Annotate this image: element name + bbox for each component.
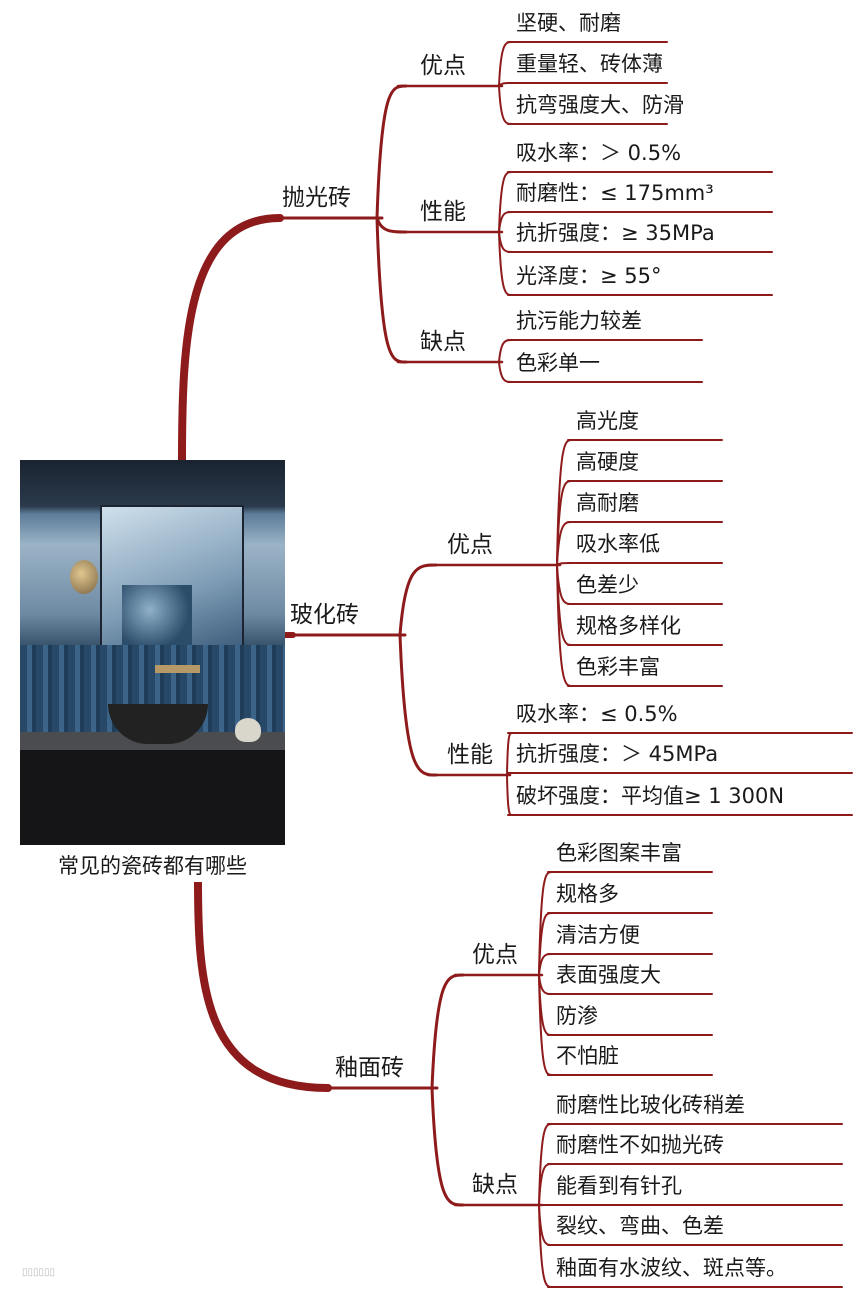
connector-line	[178, 214, 284, 464]
group-node[interactable]: 优点	[472, 942, 518, 968]
leaf-node[interactable]: 高耐磨	[576, 491, 639, 515]
leaf-node[interactable]: 重量轻、砖体薄	[516, 52, 663, 76]
leaf-node[interactable]: 吸水率：≤ 0.5%	[516, 702, 678, 726]
connector-line	[430, 1086, 465, 1207]
group-node[interactable]: 优点	[447, 532, 493, 558]
leaf-node[interactable]: 耐磨性比玻化砖稍差	[556, 1093, 745, 1117]
connector-line	[498, 361, 513, 383]
connector-line	[506, 774, 513, 816]
leaf-node[interactable]: 高硬度	[576, 450, 639, 474]
branch-node-1[interactable]: 玻化砖	[290, 602, 359, 628]
leaf-node[interactable]: 耐磨性不如抛光砖	[556, 1133, 724, 1157]
group-node[interactable]: 性能	[420, 199, 466, 225]
leaf-node[interactable]: 色彩单一	[516, 351, 600, 375]
branch-node-0[interactable]: 抛光砖	[282, 185, 351, 211]
leaf-node[interactable]: 规格多	[556, 882, 619, 906]
connector-line	[398, 563, 438, 637]
leaf-node[interactable]: 不怕脏	[556, 1044, 619, 1068]
watermark: ▯▯▯▯▯▯	[22, 1267, 56, 1278]
leaf-node[interactable]: 抗弯强度大、防滑	[516, 93, 684, 117]
bathroom-photo	[20, 460, 285, 845]
group-node[interactable]: 缺点	[472, 1172, 518, 1198]
leaf-node[interactable]: 吸水率：＞ 0.5%	[516, 141, 682, 165]
connector-line	[538, 871, 553, 976]
leaf-node[interactable]: 能看到有针孔	[556, 1174, 682, 1198]
leaf-node[interactable]: 表面强度大	[556, 963, 661, 987]
connector-line	[398, 633, 438, 777]
leaf-node[interactable]: 高光度	[576, 409, 639, 433]
leaf-node[interactable]: 防渗	[556, 1004, 598, 1028]
leaf-node[interactable]: 坚硬、耐磨	[516, 11, 621, 35]
group-node[interactable]: 优点	[420, 53, 466, 79]
leaf-node[interactable]: 抗污能力较差	[516, 309, 642, 333]
root-caption: 常见的瓷砖都有哪些	[20, 850, 285, 882]
leaf-node[interactable]: 色彩丰富	[576, 655, 660, 679]
leaf-node[interactable]: 清洁方便	[556, 923, 640, 947]
connector-line	[430, 973, 465, 1090]
leaf-node[interactable]: 色彩图案丰富	[556, 841, 682, 865]
group-node[interactable]: 缺点	[420, 329, 466, 355]
connector-line	[538, 974, 553, 1076]
group-node[interactable]: 性能	[447, 742, 493, 768]
leaf-node[interactable]: 规格多样化	[576, 614, 681, 638]
connector-line	[498, 41, 513, 87]
connector-line	[498, 211, 513, 233]
leaf-node[interactable]: 色差少	[576, 573, 639, 597]
connector-line	[498, 339, 513, 363]
connector-line	[538, 953, 553, 976]
connector-line	[498, 85, 513, 125]
leaf-node[interactable]: 釉面有水波纹、斑点等。	[556, 1256, 787, 1280]
leaf-node[interactable]: 光泽度：≥ 55°	[516, 264, 662, 288]
connector-line	[375, 216, 408, 364]
connector-line	[194, 876, 332, 1092]
branch-node-2[interactable]: 釉面砖	[335, 1055, 404, 1081]
leaf-node[interactable]: 破坏强度：平均值≥ 1 300N	[516, 784, 785, 808]
leaf-node[interactable]: 吸水率低	[576, 532, 660, 556]
leaf-node[interactable]: 裂纹、弯曲、色差	[556, 1214, 724, 1238]
connector-line	[375, 84, 408, 220]
leaf-node[interactable]: 抗折强度：＞ 45MPa	[516, 742, 719, 766]
connector-line	[498, 231, 513, 253]
connector-line	[506, 732, 513, 776]
connector-line	[375, 216, 408, 234]
connector-line	[538, 974, 553, 995]
leaf-node[interactable]: 抗折强度：≥ 35MPa	[516, 221, 715, 245]
leaf-node[interactable]: 耐磨性：≤ 175mm³	[516, 181, 714, 205]
